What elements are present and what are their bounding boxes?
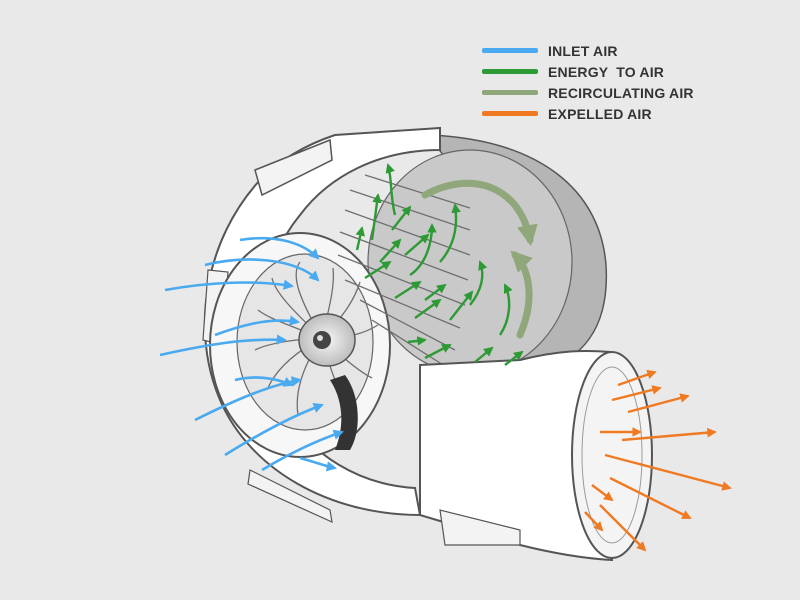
legend-swatch-recirculating-air xyxy=(482,90,538,95)
legend-swatch-inlet-air xyxy=(482,48,538,53)
legend-label-recirculating-air: RECIRCULATING AIR xyxy=(548,84,694,101)
legend-label-inlet-air: INLET AIR xyxy=(548,42,618,59)
legend-swatch-energy-to-air xyxy=(482,69,538,74)
energy-to-air-arrows xyxy=(355,163,524,366)
legend-item-expelled-air: EXPELLED AIR xyxy=(482,103,694,124)
back-plate xyxy=(367,134,608,375)
outlet-duct xyxy=(419,349,653,562)
housing-slot xyxy=(330,375,358,450)
recirculating-air-arrows xyxy=(421,179,538,339)
expelled-air-arrows xyxy=(584,370,732,552)
legend-swatch-expelled-air xyxy=(482,111,538,116)
legend-item-recirculating-air: RECIRCULATING AIR xyxy=(482,82,694,103)
legend-label-expelled-air: EXPELLED AIR xyxy=(548,105,652,122)
legend-item-energy-to-air: ENERGY TO AIR xyxy=(482,61,694,82)
legend-label-energy-to-air: ENERGY TO AIR xyxy=(548,63,665,80)
inlet-air-arrows xyxy=(159,236,344,472)
impeller-hub xyxy=(298,313,356,367)
legend: INLET AIR ENERGY TO AIR RECIRCULATING AI… xyxy=(482,40,694,124)
legend-item-inlet-air: INLET AIR xyxy=(482,40,694,61)
